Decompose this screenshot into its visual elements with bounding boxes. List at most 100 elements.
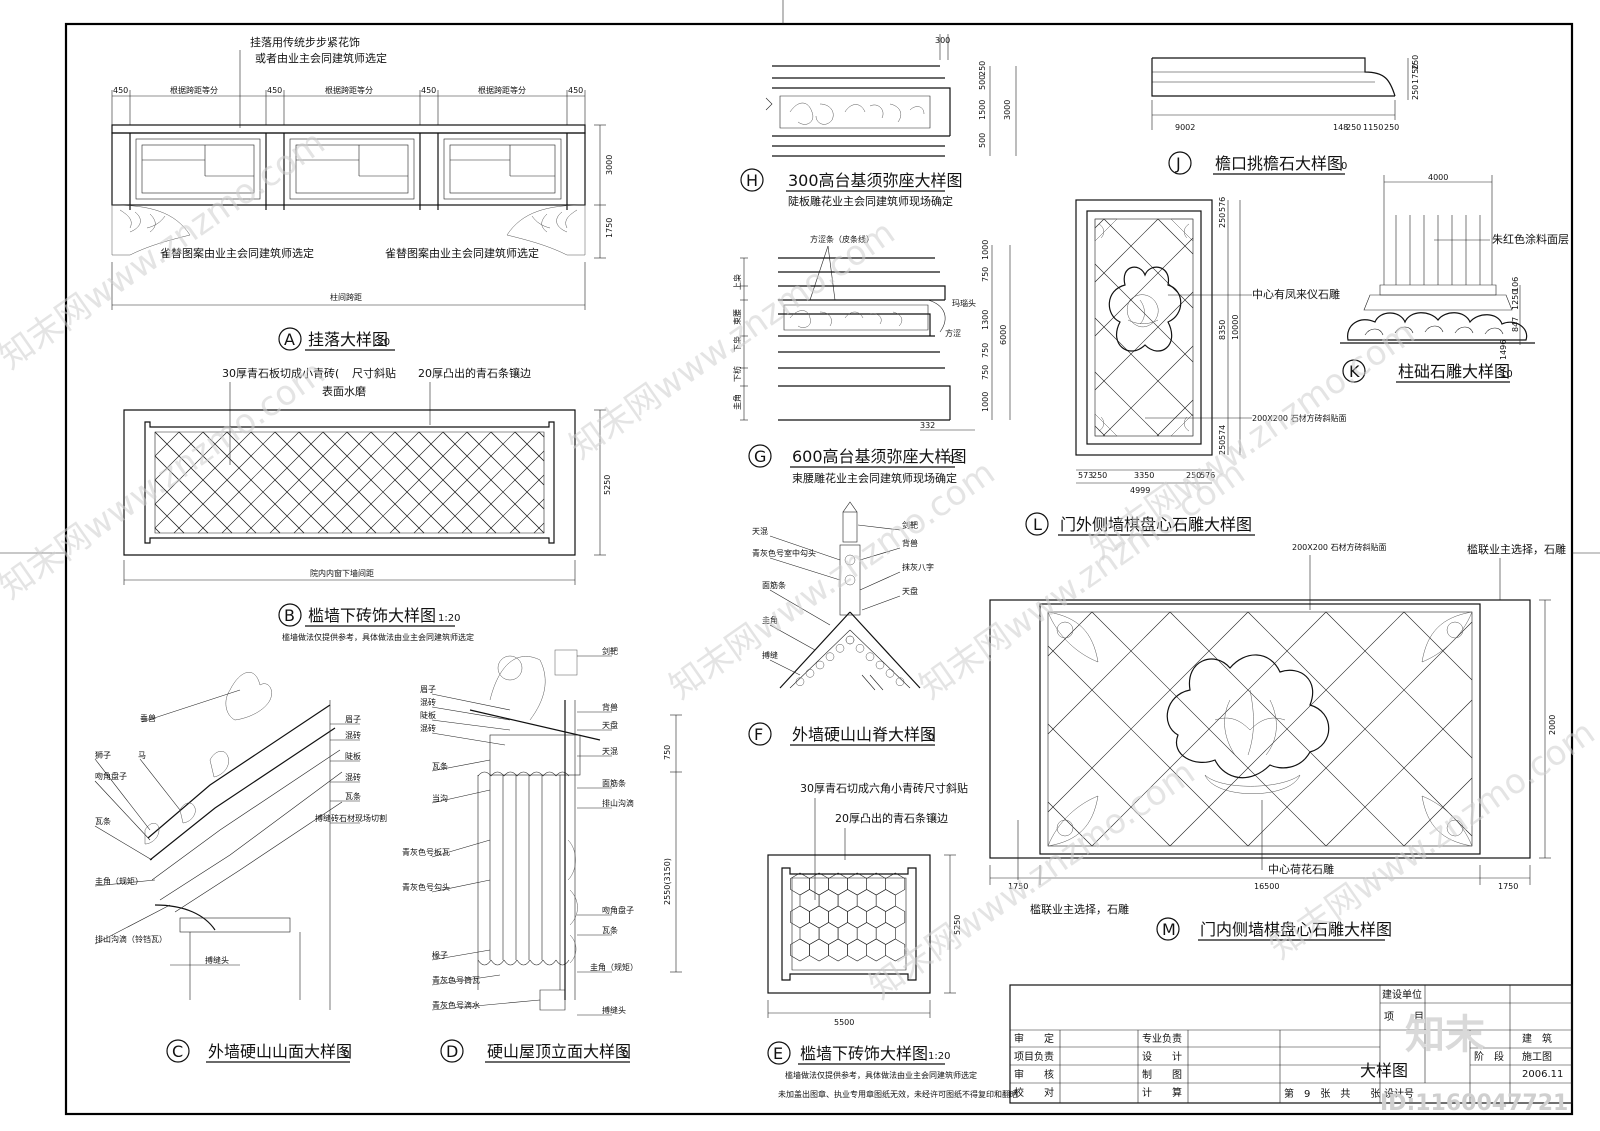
detail-d-llabel-7: 青灰色号勾头 — [402, 882, 450, 892]
detail-f-llabel-0: 天混 — [752, 527, 768, 536]
dim-l-b3: 250 — [1186, 471, 1201, 480]
detail-g-side-0: 上枭 — [732, 274, 742, 290]
detail-a-letter: A — [284, 330, 295, 349]
detail-d-scale: 0 — [622, 1049, 628, 1060]
detail-c-label-1: 狮子 — [95, 751, 111, 760]
dim-l-r1: 250 — [1218, 213, 1227, 228]
detail-b-note1c: 表面水磨 — [322, 384, 366, 398]
detail-d-rlabel-2: 天盘 — [602, 720, 618, 730]
dim-j-b2: 1150 — [1363, 123, 1383, 132]
detail-c-rlabel-1: 混砖 — [345, 730, 361, 740]
detail-b-note2b: 的青石条镶边 — [465, 366, 531, 380]
dim-l-b4: 576 — [1200, 471, 1215, 480]
detail-a: 挂落用传统步步紧花饰 或者由业主会同建筑师选定 450 根据跨距等分 450 根… — [111, 35, 614, 351]
tb-left-3: 校 对 — [1014, 1086, 1054, 1099]
dim-h-top: 300 — [935, 36, 950, 45]
detail-f-letter: F — [754, 725, 763, 744]
detail-c-title: 外墙硬山山面大样图 — [208, 1042, 352, 1061]
detail-c-label-0: 垂兽 — [140, 713, 156, 723]
dim-a-1750: 1750 — [605, 218, 614, 238]
detail-c-rlabel-5: 搏缝砖石材现场切割 — [315, 813, 387, 823]
detail-d-rlabel-6: 吻角盘子 — [602, 905, 634, 915]
detail-d: 眉子 混砖 陡板 混砖 瓦条 当沟 青灰色号板瓦 青灰色号勾头 椽子 青灰色号筒… — [402, 646, 682, 1063]
detail-g-letter: G — [754, 447, 766, 466]
dim-k-width: 4000 — [1428, 173, 1448, 182]
detail-e-title: 槛墙下砖饰大样图 — [800, 1044, 928, 1063]
tb-footer: 未加盖出图章、执业专用章图纸无效，未经许可图纸不得复印和翻晒 — [778, 1089, 1018, 1099]
dim-a-450-1: 450 — [113, 86, 128, 95]
detail-c-label-6: 排山沟滴（铃铛瓦） — [95, 934, 167, 944]
dim-h-d1: 500 — [978, 75, 987, 90]
detail-f-llabel-2: 面筋条 — [762, 580, 786, 590]
detail-d-rlabel-5: 排山沟滴 — [602, 798, 634, 808]
detail-d-rlabel-4: 面筋条 — [602, 778, 626, 788]
tb-drawing-no: 设计号 — [1384, 1087, 1414, 1100]
dim-a-span-3: 根据跨距等分 — [478, 85, 526, 95]
detail-f-rlabel-1: 背兽 — [902, 538, 918, 548]
detail-e: 30厚青石切成六角小青砖尺寸斜贴 20厚凸出 的青石条镶边 5250 5500 … — [767, 781, 977, 1080]
tb-discipline: 建 筑 — [1522, 1032, 1552, 1045]
dim-g-d0: 1000 — [981, 240, 990, 260]
dim-g-d1: 750 — [981, 267, 990, 282]
detail-g-scale: 0 — [948, 454, 954, 465]
tb-drawing-name: 大样图 — [1360, 1061, 1408, 1080]
detail-b-letter: B — [284, 606, 295, 625]
tb-date: 2006.11 — [1522, 1069, 1563, 1080]
tb-brand: 知末 — [1405, 1012, 1485, 1058]
dim-a-3000: 3000 — [605, 155, 614, 175]
tb-stage-label: 阶 段 — [1474, 1050, 1504, 1063]
detail-d-llabel-10: 青灰色号滴水 — [432, 1000, 480, 1010]
detail-c-rlabel-2: 陡板 — [345, 751, 361, 761]
detail-l-title: 门外侧墙棋盘心石雕大样图 — [1060, 515, 1252, 534]
detail-b-note1b: 尺寸斜贴 — [352, 366, 396, 380]
detail-e-sub: 槛墙做法仅提供参考，具体做法由业主会同建筑师选定 — [785, 1070, 977, 1080]
detail-j-letter: J — [1175, 154, 1181, 173]
detail-d-rlabel-1: 背兽 — [602, 702, 618, 712]
detail-c-rlabel-4: 瓦条 — [345, 791, 361, 801]
dim-d-height: 2550(3150) — [663, 858, 672, 905]
detail-l-letter: L — [1033, 515, 1042, 534]
detail-c-rlabel-0: 眉子 — [345, 715, 361, 724]
dim-k-d0: 106 — [1511, 277, 1520, 292]
detail-e-note2b: 的青石条镶边 — [882, 811, 948, 825]
detail-g: 方涩条（皮条线） 玛瑙头 方涩 上枭 束腰 下枭 下枋 圭角 1000 750 … — [732, 234, 1011, 485]
tb-sheet: 第 9 张 共 张 — [1284, 1087, 1380, 1100]
detail-k: 4000 朱红色涂料面层 106 1250 847 1496 K 柱础石雕大样图… — [1340, 173, 1569, 383]
detail-g-side-1: 束腰 — [733, 309, 742, 325]
detail-g-side-4: 圭角 — [732, 394, 742, 410]
detail-b-note2: 20厚凸出 — [418, 366, 465, 380]
tb-left-2: 审 核 — [1014, 1068, 1054, 1081]
detail-g-label-0: 方涩条（皮条线） — [810, 234, 874, 244]
detail-j-title: 檐口挑檐石大样图 — [1215, 154, 1343, 173]
detail-l-note2: 200X200 石材方砖斜贴面 — [1252, 413, 1347, 423]
detail-a-note2: 或者由业主会同建筑师选定 — [255, 51, 387, 65]
dim-h-d0: 250 — [978, 61, 987, 76]
detail-d-title: 硬山屋顶立面大样图 — [487, 1042, 631, 1061]
dim-b-bottom: 院内内窗下墙间距 — [310, 568, 374, 578]
detail-c-rlabel-3: 混砖 — [345, 772, 361, 782]
detail-f-rlabel-0: 剑靶 — [902, 520, 918, 530]
tb-stage: 施工图 — [1522, 1050, 1552, 1063]
detail-d-llabel-5: 当沟 — [432, 793, 448, 803]
detail-l-note1: 中心有凤来仪石雕 — [1252, 287, 1340, 301]
detail-a-bracket-note-right: 雀替图案由业主会同建筑师选定 — [385, 246, 539, 260]
detail-g-title: 600高台基须弥座大样图 — [792, 447, 967, 466]
detail-e-scale: 1:20 — [928, 1051, 950, 1062]
detail-f: 天混 青灰色号室中勾头 面筋条 圭角 搏缝 剑靶 背兽 抹灰八字 天盘 F 外墙… — [748, 501, 936, 746]
detail-d-llabel-1: 混砖 — [420, 697, 436, 707]
tb-left-1: 项目负责 — [1014, 1050, 1054, 1063]
detail-d-llabel-2: 陡板 — [420, 710, 436, 720]
detail-m-title: 门内侧墙棋盘心石雕大样图 — [1200, 920, 1392, 939]
dim-l-r0: 576 — [1218, 197, 1227, 212]
dim-l-b0: 573 — [1078, 471, 1093, 480]
detail-k-title: 柱础石雕大样图 — [1398, 362, 1510, 381]
dim-e-width: 5500 — [834, 1018, 854, 1027]
dim-a-span-1: 根据跨距等分 — [170, 85, 218, 95]
dim-k-d1: 1250 — [1511, 290, 1520, 310]
detail-f-scale: 0 — [928, 732, 934, 743]
dim-l-width: 4999 — [1130, 486, 1150, 495]
detail-j-scale: 0 — [1341, 161, 1347, 172]
detail-d-rlabel-9: 搏缝头 — [602, 1005, 626, 1015]
dim-a-span-2: 根据跨距等分 — [325, 85, 373, 95]
